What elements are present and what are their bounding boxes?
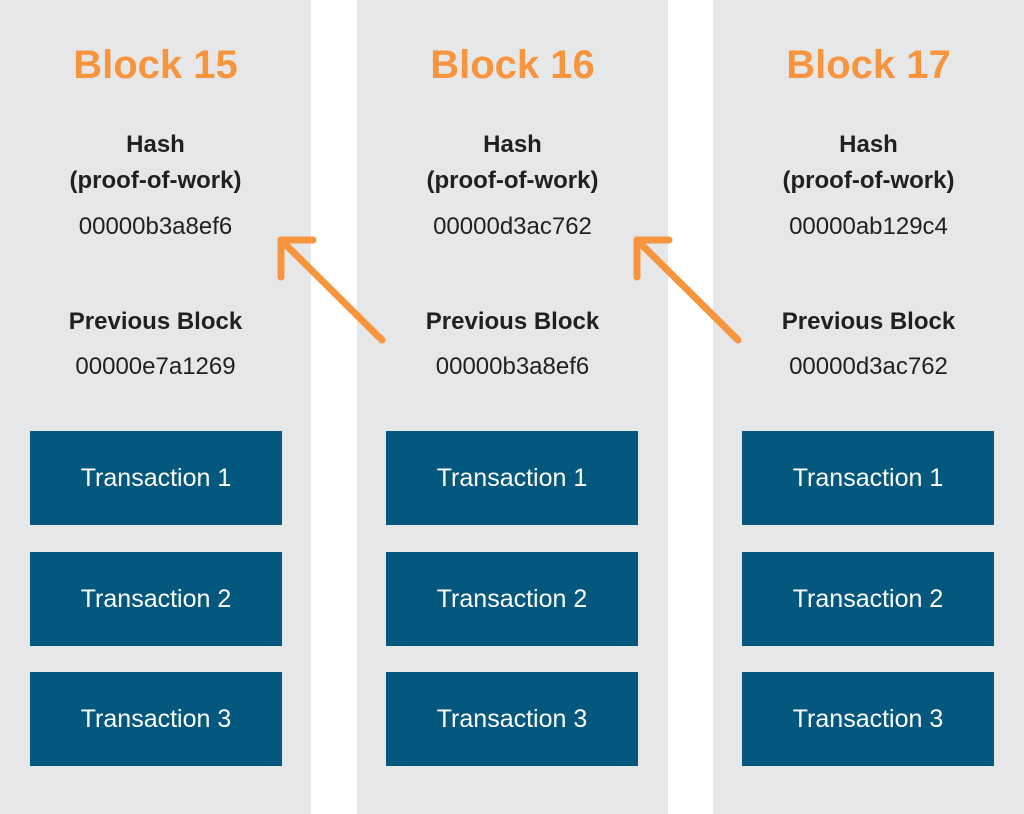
block-title: Block 15	[73, 43, 238, 87]
hash-value: 00000ab129c4	[789, 213, 948, 240]
hash-heading-line2: (proof-of-work)	[69, 167, 242, 194]
transaction-box: Transaction 2	[742, 552, 994, 646]
transaction-box: Transaction 3	[386, 672, 638, 766]
previous-block-heading: Previous Block	[425, 308, 600, 335]
transaction-box: Transaction 1	[742, 431, 994, 525]
hash-heading-line1: Hash	[126, 131, 185, 158]
block-column-15: Block 15 Hash (proof-of-work) 00000b3a8e…	[0, 0, 311, 814]
hash-heading-line2: (proof-of-work)	[782, 167, 955, 194]
previous-block-heading: Previous Block	[781, 308, 956, 335]
transaction-box: Transaction 1	[30, 431, 282, 525]
transaction-box: Transaction 3	[742, 672, 994, 766]
hash-heading-line1: Hash	[839, 131, 898, 158]
transaction-box: Transaction 3	[30, 672, 282, 766]
previous-block-value: 00000b3a8ef6	[435, 353, 590, 380]
transaction-box: Transaction 2	[30, 552, 282, 646]
hash-heading: Hash (proof-of-work)	[713, 127, 1024, 199]
hash-value: 00000b3a8ef6	[78, 213, 233, 240]
block-column-17: Block 17 Hash (proof-of-work) 00000ab129…	[713, 0, 1024, 814]
transaction-box: Transaction 2	[386, 552, 638, 646]
block-column-16: Block 16 Hash (proof-of-work) 00000d3ac7…	[357, 0, 668, 814]
previous-block-heading: Previous Block	[68, 308, 243, 335]
hash-heading: Hash (proof-of-work)	[357, 127, 668, 199]
previous-block-value: 00000e7a1269	[75, 353, 236, 380]
transaction-box: Transaction 1	[386, 431, 638, 525]
hash-value: 00000d3ac762	[433, 213, 592, 240]
block-title: Block 17	[786, 43, 951, 87]
previous-block-value: 00000d3ac762	[789, 353, 948, 380]
hash-heading-line2: (proof-of-work)	[426, 167, 599, 194]
block-title: Block 16	[430, 43, 595, 87]
hash-heading: Hash (proof-of-work)	[0, 127, 311, 199]
hash-heading-line1: Hash	[483, 131, 542, 158]
